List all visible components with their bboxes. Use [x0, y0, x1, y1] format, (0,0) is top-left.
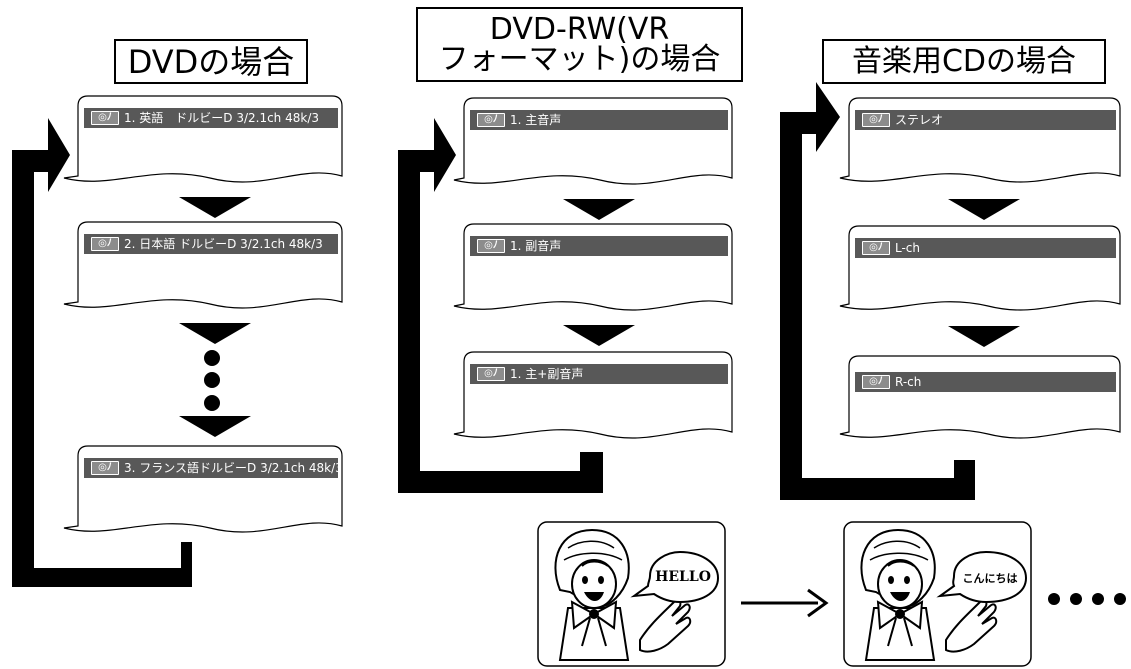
down-arrow: [563, 199, 635, 220]
audio-track-bar: ◎ﾉ 1. 副音声: [470, 236, 728, 256]
audio-track-label: 1. 副音声: [510, 239, 562, 253]
speech-konnichiwa: こんにちは: [962, 572, 1018, 585]
ellipsis-dot: [204, 372, 220, 388]
down-arrow: [179, 416, 251, 437]
after-illustration: [843, 521, 1032, 667]
audio-track-bar: ◎ﾉ ステレオ: [855, 110, 1116, 130]
speaker-sound-icon: ◎ﾉ: [91, 461, 119, 475]
dvdrw-title: DVD-RW(VR フォーマット)の場合: [416, 7, 743, 82]
down-arrow: [179, 197, 251, 218]
speaker-sound-icon: ◎ﾉ: [862, 375, 890, 389]
audio-track-bar: ◎ﾉ R-ch: [855, 372, 1116, 392]
audio-track-label: 1. 英語 ドルビーD 3/2.1ch 48k/3: [124, 111, 319, 125]
dvdrw-title-line-1: DVD-RW(VR: [489, 11, 670, 47]
speaker-sound-icon: ◎ﾉ: [862, 241, 890, 255]
down-arrow: [563, 325, 635, 346]
cd-loop-arrow: [780, 82, 975, 500]
down-arrow: [948, 326, 1020, 347]
dvdrw-loop-arrow: [398, 118, 603, 493]
cd-title-text: 音楽用CDの場合: [851, 43, 1077, 79]
audio-track-bar: ◎ﾉ 2. 日本語 ドルビーD 3/2.1ch 48k/3: [84, 234, 338, 254]
right-arrow: [741, 588, 829, 618]
audio-track-label: R-ch: [895, 375, 922, 389]
continuation-dots: [1048, 593, 1126, 605]
cd-title: 音楽用CDの場合: [822, 39, 1106, 84]
audio-track-label: 1. 主音声: [510, 113, 562, 127]
dvd-title: DVDの場合: [114, 39, 308, 84]
dvd-loop-arrow: [12, 118, 192, 587]
audio-track-bar: ◎ﾉ 1. 英語 ドルビーD 3/2.1ch 48k/3: [84, 108, 338, 128]
audio-track-label: 2. 日本語 ドルビーD 3/2.1ch 48k/3: [124, 237, 323, 251]
before-illustration: [537, 521, 726, 667]
audio-track-label: ステレオ: [895, 113, 944, 127]
audio-track-label: L-ch: [895, 241, 921, 255]
audio-track-label: 3. フランス語ドルビーD 3/2.1ch 48k/3: [124, 461, 338, 475]
speaker-sound-icon: ◎ﾉ: [477, 113, 505, 127]
dvdrw-title-line-2: フォーマット)の場合: [438, 41, 721, 77]
audio-track-bar: ◎ﾉ 1. 主+副音声: [470, 364, 728, 384]
speaker-sound-icon: ◎ﾉ: [477, 367, 505, 381]
audio-track-bar: ◎ﾉ 3. フランス語ドルビーD 3/2.1ch 48k/3: [84, 458, 338, 478]
ellipsis-dot: [204, 350, 220, 366]
dvd-title-text: DVDの場合: [127, 42, 295, 81]
speech-hello: HELLO: [655, 569, 711, 585]
audio-track-bar: ◎ﾉ L-ch: [855, 238, 1116, 258]
speaker-sound-icon: ◎ﾉ: [477, 239, 505, 253]
audio-track-bar: ◎ﾉ 1. 主音声: [470, 110, 728, 130]
speaker-sound-icon: ◎ﾉ: [862, 113, 890, 127]
speaker-sound-icon: ◎ﾉ: [91, 111, 119, 125]
down-arrow: [948, 199, 1020, 220]
ellipsis-dot: [204, 395, 220, 411]
down-arrow: [179, 323, 251, 344]
audio-track-label: 1. 主+副音声: [510, 367, 584, 381]
cd-screen-3: [839, 355, 1121, 439]
speaker-sound-icon: ◎ﾉ: [91, 237, 119, 251]
